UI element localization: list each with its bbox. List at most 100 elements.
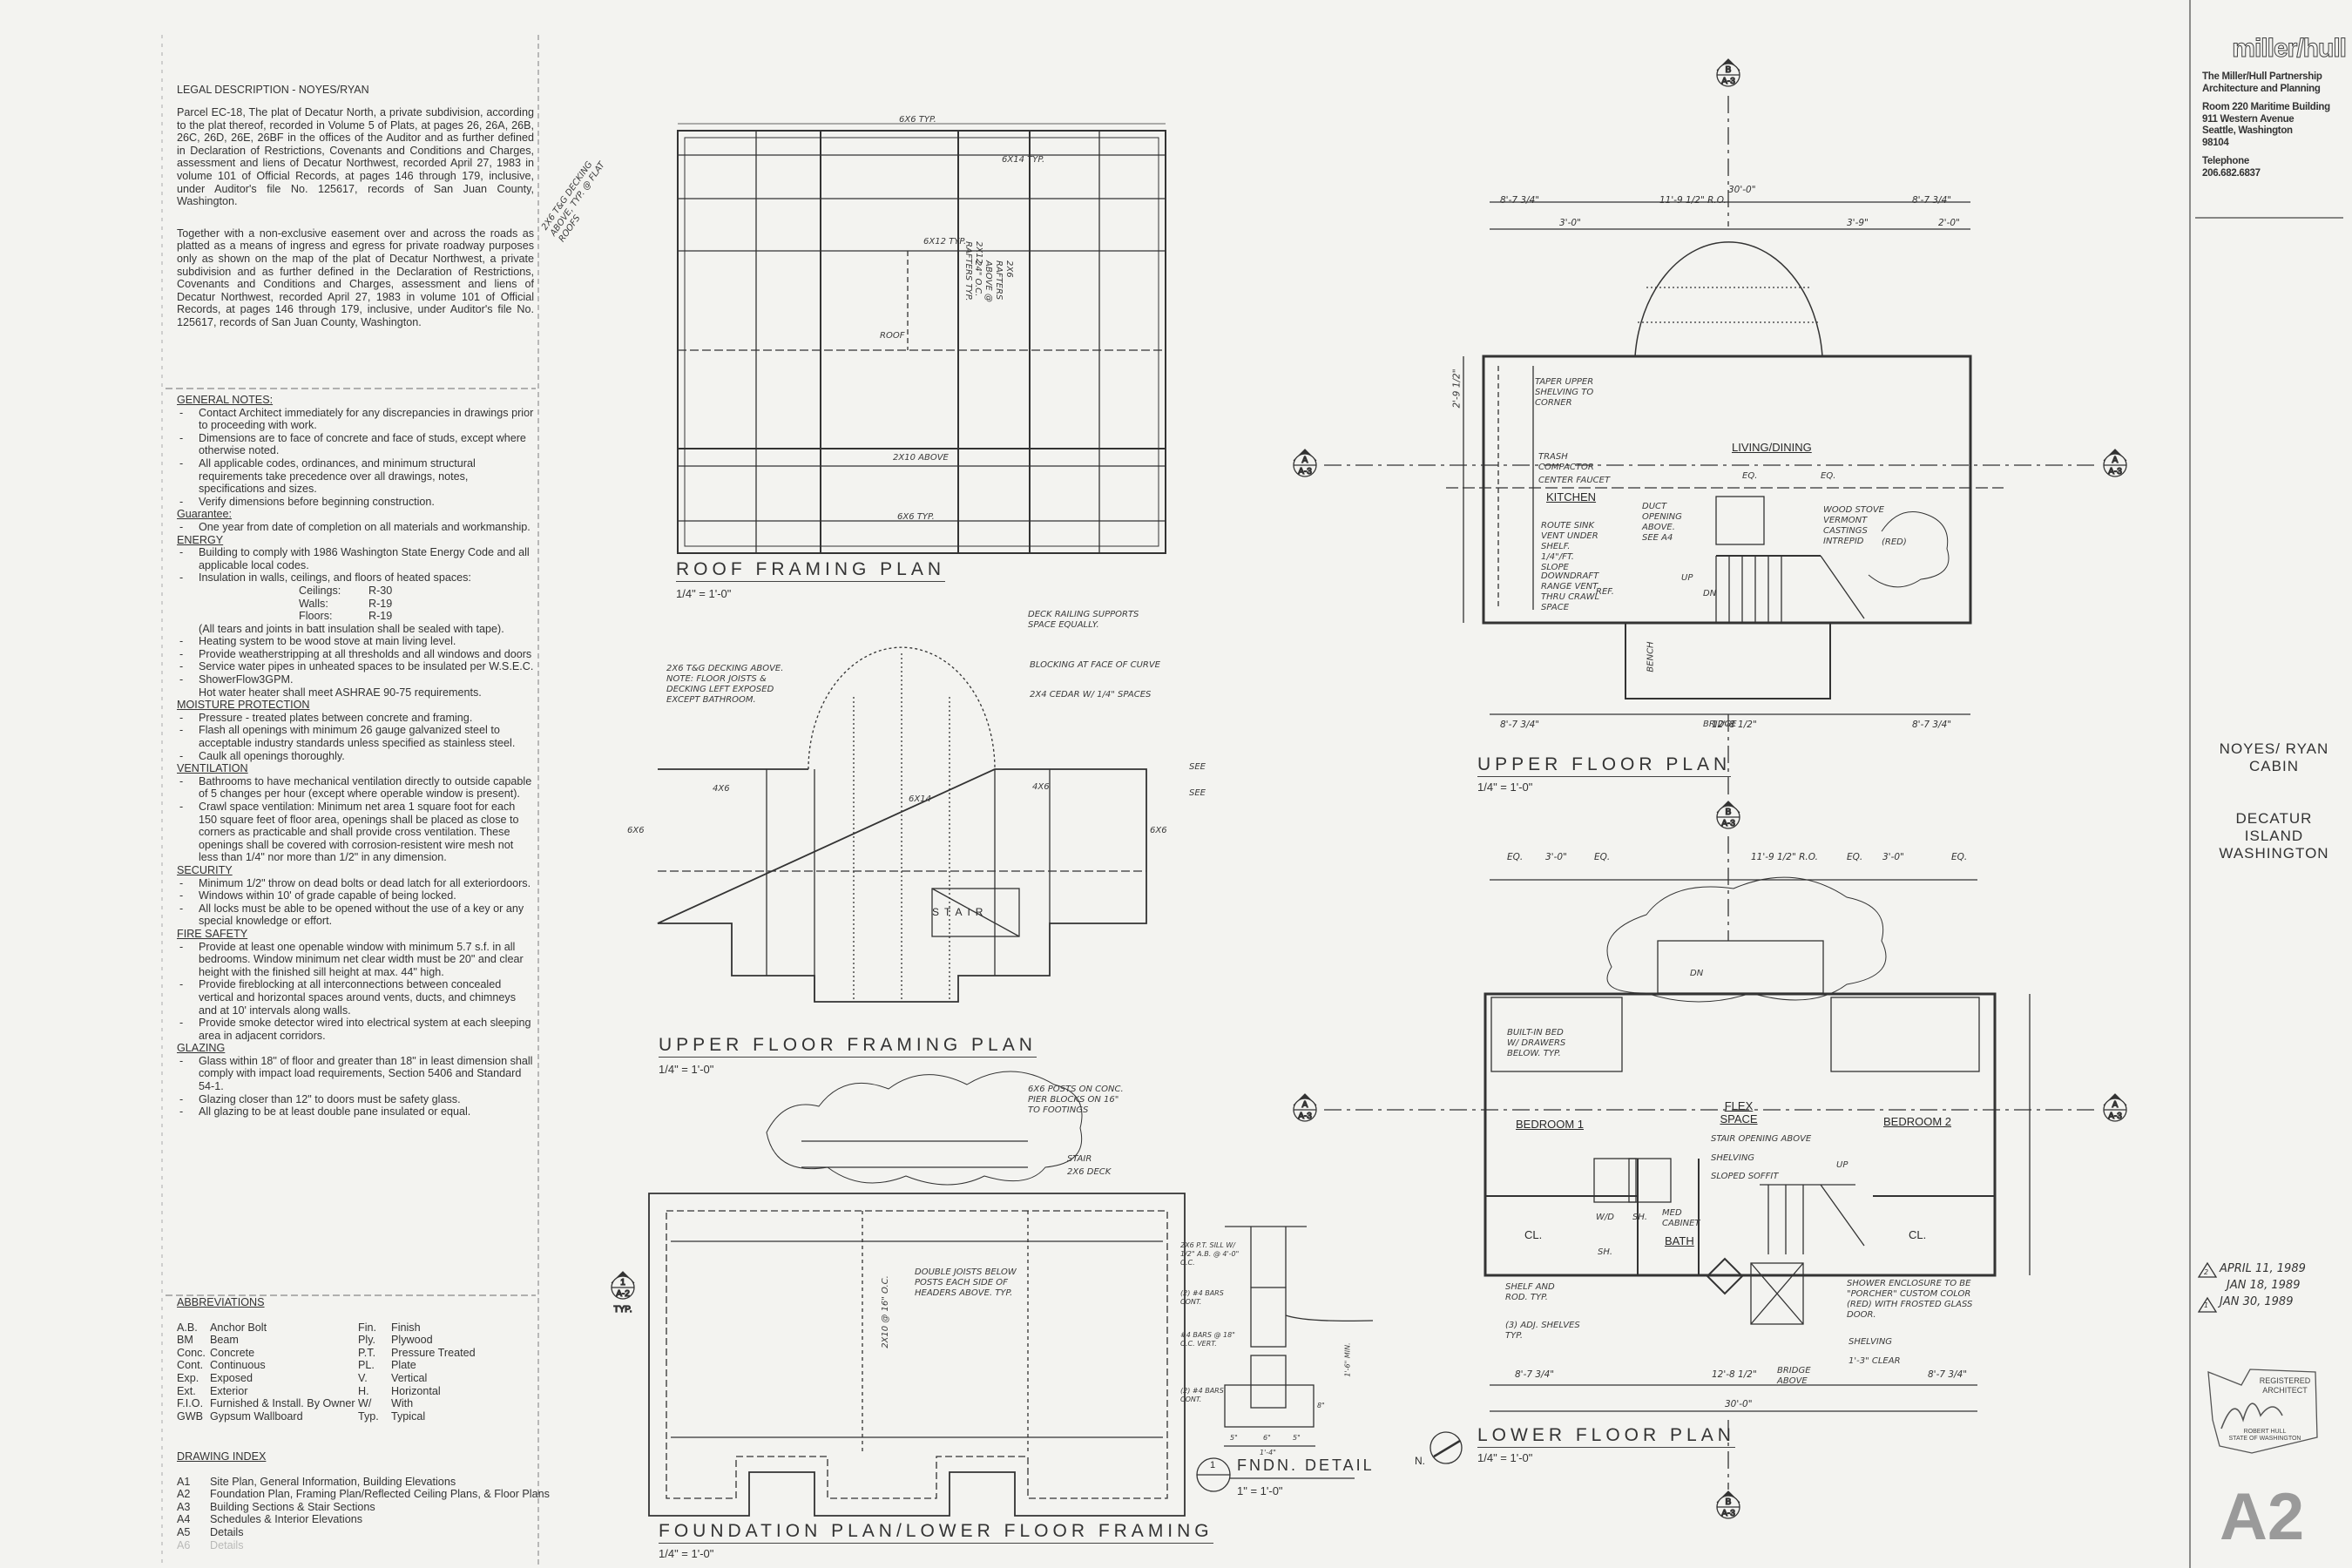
firm-name: The Miller/Hull Partnership (2202, 71, 2322, 82)
stamp-line: STATE OF WASHINGTON (2228, 1436, 2301, 1442)
stamp-text-lower: ROBERT HULL STATE OF WASHINGTON (2221, 1429, 2308, 1443)
sheet-description: Details (210, 1525, 244, 1538)
note-text: Service water pipes in unheated spaces t… (199, 660, 534, 673)
room-label: FLEX SPACE (1720, 1099, 1758, 1125)
dimension: 2'-0" (1938, 218, 1960, 228)
notes-section-heading: SECURITY (177, 863, 233, 876)
note-item: -All glazing to be at least double pane … (177, 1105, 534, 1119)
location-line: WASHINGTON (2219, 845, 2329, 862)
bullet-dash: - (179, 520, 184, 533)
revision-date: APRIL 11, 1989 (2220, 1262, 2306, 1275)
bullet-dash: - (179, 1017, 184, 1030)
note-text: All applicable codes, ordinances, and mi… (199, 456, 476, 496)
sheet-description: Foundation Plan, Framing Plan/Reflected … (210, 1488, 550, 1501)
dimension: EQ. (1847, 852, 1863, 862)
dimension: 30'-0" (1728, 185, 1756, 195)
plan-note: SH. (1598, 1247, 1613, 1257)
note-item: -Glass within 18" of floor and greater t… (177, 1055, 534, 1093)
notes-section-heading: GLAZING (177, 1042, 226, 1055)
note-item: -Contact Architect immediately for any d… (177, 407, 534, 432)
abbreviation-meaning: Beam (210, 1334, 239, 1347)
section-marker-a-right-lower: AA-3 (2103, 1093, 2127, 1122)
plan-note: (3) ADJ. SHELVES TYP. (1505, 1321, 1580, 1341)
plan-note: BUILT-IN BED W/ DRAWERS BELOW. TYP. (1507, 1028, 1566, 1058)
note-item: -All locks must be able to be opened wit… (177, 902, 534, 928)
dimension: 6" (1263, 1434, 1271, 1442)
note-item: -Glazing closer than 12" to doors must b… (177, 1093, 534, 1106)
note-item: -Verify dimensions before beginning cons… (177, 496, 534, 509)
firm-address-line: Seattle, Washington (2202, 125, 2293, 136)
note-text: Pressure - treated plates between concre… (199, 711, 473, 724)
foundation-note: 6x6 POSTS ON CONC. PIER BLOCKS ON 16" TO… (1028, 1085, 1124, 1115)
abbreviation-meaning: Gypsum Wallboard (210, 1409, 303, 1423)
notes-section-heading: MOISTURE PROTECTION (177, 699, 310, 712)
notes-section-heading: FIRE SAFETY (177, 927, 248, 940)
plan-note: TAPER UPPER SHELVING TO CORNER (1535, 377, 1594, 408)
revision-date: JAN 30, 1989 (2220, 1295, 2294, 1308)
sheet-number: A2 (2220, 1480, 2305, 1554)
dimension: 30'-0" (1725, 1399, 1753, 1409)
dimension: EQ. (1507, 852, 1524, 862)
dimension: EQ. (1594, 852, 1611, 862)
firm-address-line: Room 220 Maritime Building (2202, 102, 2330, 112)
note-text: Verify dimensions before beginning const… (199, 495, 435, 508)
foundation-note: DOUBLE JOISTS BELOW POSTS EACH SIDE OF H… (915, 1267, 1017, 1298)
section-marker-b-top: BA-3 (1716, 58, 1740, 87)
note-text: Provide at least one openable window wit… (199, 940, 524, 978)
fndn-detail-title: FNDN. DETAIL (1237, 1456, 1375, 1474)
abbreviation-meaning: Concrete (210, 1346, 255, 1359)
plan-note: BRIDGE ABOVE (1777, 1366, 1811, 1386)
abbreviation-meaning: Typical (391, 1409, 426, 1423)
note-text: Provide weatherstripping at all threshol… (199, 647, 532, 660)
note-item: -Crawl space ventilation: Minimum net ar… (177, 801, 534, 864)
abbreviation-meaning: Furnished & Install. By Owner (210, 1397, 355, 1410)
member-label: 6x6 (627, 826, 645, 835)
room-label: BEDROOM 2 (1883, 1115, 1952, 1128)
bullet-dash: - (179, 801, 184, 813)
abbreviation-code: BM (177, 1334, 193, 1347)
insulation-r-value: R-19 (368, 610, 393, 623)
svg-text:A: A (1302, 1100, 1308, 1110)
abbreviation-code: V. (358, 1371, 368, 1384)
plan-note: DUCT OPENING ABOVE. SEE A4 (1642, 502, 1682, 543)
notes-section-heading: GENERAL NOTES: (177, 394, 274, 406)
bullet-dash: - (179, 571, 184, 585)
dimension: 12'-8 1/2" (1712, 1369, 1757, 1380)
stamp-line: ARCHITECT (2262, 1386, 2308, 1395)
member-label: 6x12 TYP. (923, 237, 967, 247)
note-item: -Provide at least one openable window wi… (177, 941, 534, 979)
svg-text:A-3: A-3 (2108, 467, 2122, 476)
north-label: N. (1415, 1455, 1425, 1467)
foundation-note: 2x6 DECK (1067, 1167, 1112, 1177)
legal-paragraph: Parcel EC-18, The plat of Decatur North,… (177, 106, 534, 208)
note-item: -Bathrooms to have mechanical ventilatio… (177, 775, 534, 801)
insulation-location: Floors: (299, 610, 333, 623)
abbreviation-code: GWB (177, 1409, 204, 1423)
abbreviation-code: F.I.O. (177, 1397, 204, 1410)
svg-text:B: B (1726, 808, 1732, 817)
member-label: ROOF (880, 331, 905, 341)
detail-note: (2) #4 BARS CONT. (1180, 1289, 1224, 1306)
note-item: -All applicable codes, ordinances, and m… (177, 457, 534, 496)
project-name-line: CABIN (2249, 758, 2299, 774)
project-location: DECATUR ISLAND WASHINGTON (2202, 810, 2346, 862)
note-text: Caulk all openings thoroughly. (199, 749, 345, 762)
note-text: Provide smoke detector wired into electr… (199, 1017, 531, 1042)
abbreviation-code: P.T. (358, 1346, 376, 1359)
abbreviation-code: Typ. (358, 1409, 379, 1423)
plan-note: SHELF AND ROD. TYP. (1505, 1282, 1555, 1302)
note-item: -Insulation in walls, ceilings, and floo… (177, 571, 534, 585)
note-text: Flash all openings with minimum 26 gauge… (199, 724, 516, 750)
firm-tagline: Architecture and Planning (2202, 83, 2321, 94)
section-marker-a-right-upper: AA-3 (2103, 449, 2127, 477)
abbreviation-meaning: Anchor Bolt (210, 1321, 267, 1334)
bullet-dash: - (179, 902, 184, 915)
svg-text:A-3: A-3 (1298, 467, 1312, 476)
dimension: 8'-7 3/4" (1500, 720, 1540, 730)
sheet-code: A3 (177, 1500, 191, 1513)
note-item: -ShowerFlow3GPM. (177, 673, 534, 686)
abbreviation-code: H. (358, 1384, 369, 1397)
note-item: -Flash all openings with minimum 26 gaug… (177, 724, 534, 749)
room-label-living-dining: LIVING/DINING (1732, 441, 1812, 454)
